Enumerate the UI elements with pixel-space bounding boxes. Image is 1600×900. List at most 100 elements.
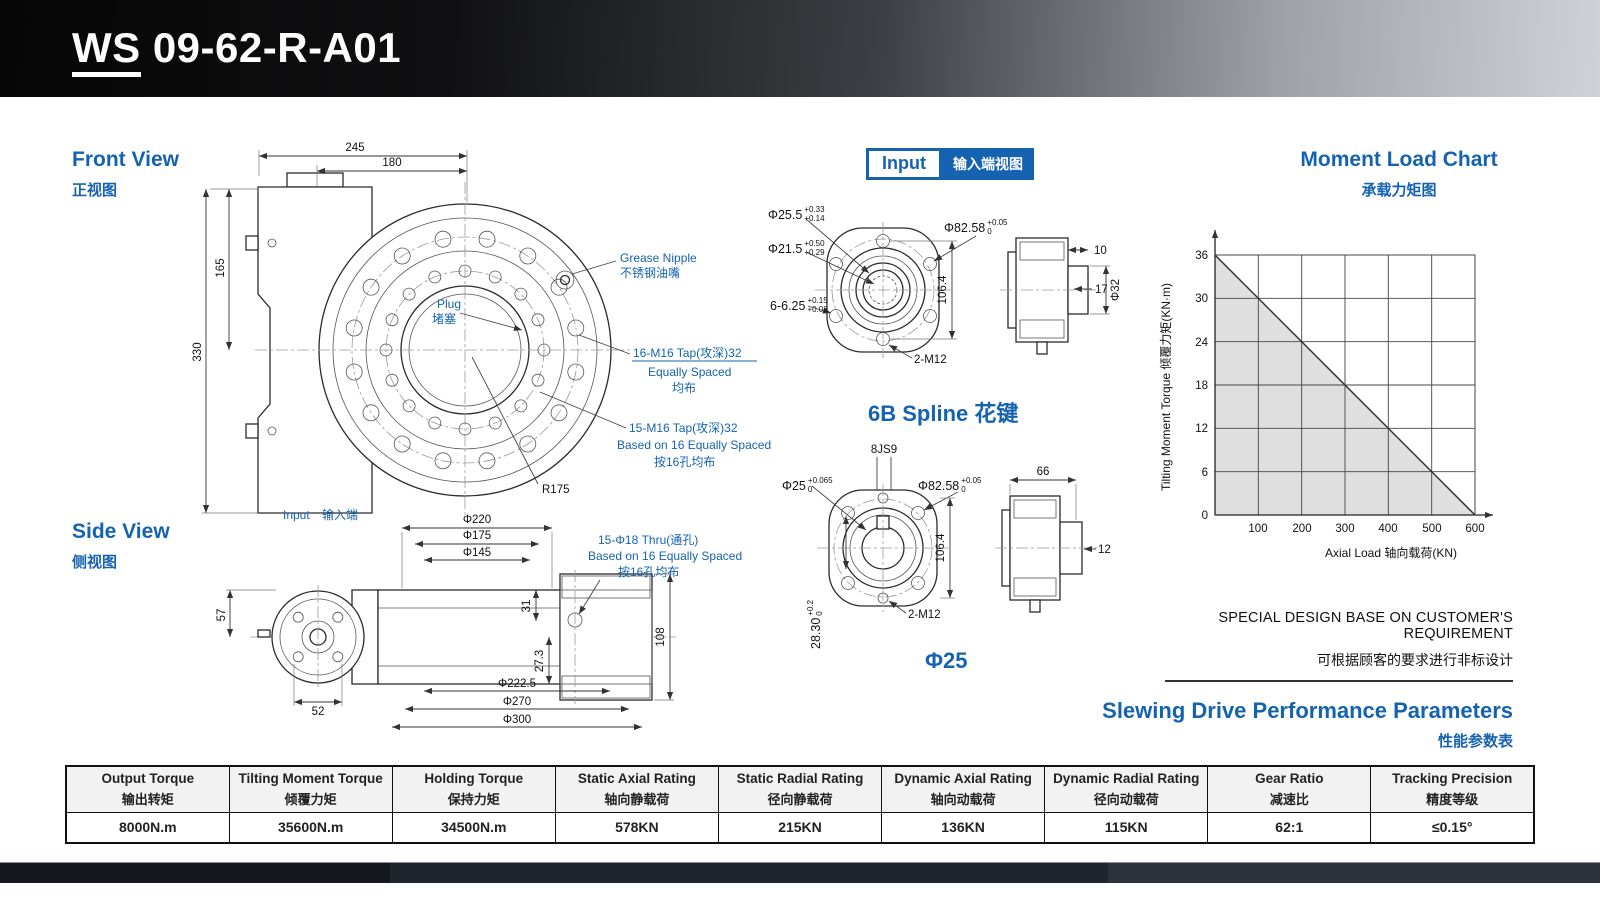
input-shaft-label-en: Input <box>283 508 310 522</box>
dim-52: 52 <box>312 706 325 718</box>
chart-grid <box>1214 254 1476 516</box>
header-banner: WS 09-62-R-A01 <box>0 0 1600 97</box>
dim-phi21-5-base: Φ21.5 <box>768 241 803 256</box>
dim-phi220: Φ220 <box>463 514 491 526</box>
dim-180: 180 <box>382 157 401 169</box>
side-view-title-zh: 侧视图 <box>72 554 118 571</box>
xtick-200: 200 <box>1292 523 1311 535</box>
thru-label-2: Based on 16 Equally Spaced <box>588 549 742 563</box>
dim-phi21-5: Φ21.5 +0.50+0.29 <box>768 239 825 257</box>
special-note-zh: 可根据顾客的要求进行非标设计 <box>1317 652 1513 668</box>
spline-25-dim-12: 12 <box>1098 544 1111 556</box>
spline-25-front: 8JS9 <box>817 444 949 612</box>
dim-phi25-key-base: Φ25 <box>782 478 806 493</box>
value-dynamic-radial-rating: 115KN <box>1044 811 1209 844</box>
input-view-badge-zh: 输入端视图 <box>941 148 1034 180</box>
value-static-axial-rating: 578KN <box>554 811 719 844</box>
spline-6b-dim-phi32: Φ32 <box>1110 279 1122 301</box>
chart-axes <box>1211 230 1493 519</box>
dim-phi25-5-tol: +0.33+0.14 <box>804 205 825 223</box>
dim-245: 245 <box>345 142 364 154</box>
front-view-bolt-holes-inner <box>379 264 551 436</box>
front-view-dimensions: 245 180 165 330 <box>192 142 468 514</box>
plug-label-zh: 堵塞 <box>432 311 456 326</box>
xtick-600: 600 <box>1465 523 1484 535</box>
front-view-bolt-holes-outer <box>345 230 585 470</box>
spline-6b-dim-10: 10 <box>1094 245 1107 257</box>
spline-6b-leaders: 2-M12 106.4 <box>805 218 977 366</box>
front-view-title-en: Front View <box>72 148 179 171</box>
front-view-flange <box>255 182 632 518</box>
spline-25-dim-106-4: 106.4 <box>935 533 947 562</box>
xtick-500: 500 <box>1422 523 1441 535</box>
dim-phi270: Φ270 <box>503 696 531 708</box>
side-view-annotations: 15-Φ18 Thru(通孔) Based on 16 Equally Spac… <box>578 533 742 615</box>
front-view-title-zh: 正视图 <box>72 182 118 199</box>
tap15-label-1: 15-M16 Tap(攻深)32 <box>629 421 738 435</box>
side-view-dimensions: 57 52 Φ220 Φ175 Φ145 31 27.3 108 Φ222.5 … <box>216 514 674 731</box>
tap15-label-2: Based on 16 Equally Spaced <box>617 438 771 452</box>
input-view-badge: Input 输入端视图 <box>866 148 1034 180</box>
value-tracking-precision: ≤0.15° <box>1370 811 1535 844</box>
chart-y-ticks: 36 30 24 18 12 6 0 <box>1195 250 1208 522</box>
dim-phi300: Φ300 <box>503 714 531 726</box>
ytick-24: 24 <box>1195 337 1208 349</box>
performance-title-zh: 性能参数表 <box>1437 733 1513 750</box>
footer-bar <box>0 862 1600 883</box>
spline-6b-section: 10 17 Φ32 <box>1000 237 1122 355</box>
ytick-18: 18 <box>1195 380 1208 392</box>
performance-title: Slewing Drive Performance Parameters 性能参… <box>1000 698 1513 751</box>
grease-nipple-label-en: Grease Nipple <box>620 251 697 265</box>
grease-nipple-feature <box>555 270 575 290</box>
model-prefix: WS <box>72 24 141 77</box>
spline-25-section: 66 12 <box>995 466 1111 613</box>
ytick-36: 36 <box>1195 250 1208 262</box>
dim-27-3: 27.3 <box>534 650 546 672</box>
spline-25-caption: Φ25 <box>925 648 968 673</box>
dim-6-6-25-tol: +0.15+0.08 <box>807 296 828 314</box>
special-note-en: SPECIAL DESIGN BASE ON CUSTOMER'S REQUIR… <box>1218 610 1513 642</box>
dim-108: 108 <box>655 627 667 646</box>
xtick-100: 100 <box>1248 523 1267 535</box>
spline-6b-drawing: 2-M12 106.4 10 17 Φ32 <box>805 218 1122 366</box>
dim-phi25-5-base: Φ25.5 <box>768 207 803 222</box>
technical-drawings: 245 180 165 330 Grease Nipple 不锈钢油嘴 Plug… <box>192 142 1493 731</box>
xtick-400: 400 <box>1378 523 1397 535</box>
special-note: SPECIAL DESIGN BASE ON CUSTOMER'S REQUIR… <box>1165 610 1513 682</box>
dim-r175: R175 <box>542 484 570 496</box>
thru-label-3: 按16孔均布 <box>618 565 679 579</box>
dim-phi25-5: Φ25.5 +0.33+0.14 <box>768 205 825 223</box>
model-title: WS 09-62-R-A01 <box>72 24 401 77</box>
input-shaft-label-zh: 输入端 <box>322 507 358 522</box>
value-gear-ratio: 62:1 <box>1207 811 1372 844</box>
value-dynamic-axial-rating: 136KN <box>881 811 1046 844</box>
dim-330: 330 <box>192 342 204 361</box>
moment-load-chart-title: Moment Load Chart 承载力矩图 <box>1294 148 1504 200</box>
spline-25-drawing: 8JS9 106.4 2-M12 <box>811 444 1111 621</box>
dim-phi21-5-tol: +0.50+0.29 <box>804 239 825 257</box>
footer-segment-3 <box>1108 863 1600 883</box>
thru-label-1: 15-Φ18 Thru(通孔) <box>598 533 698 547</box>
footer-segment-1 <box>0 863 390 883</box>
spline-25-leaders: 106.4 2-M12 <box>811 485 959 621</box>
side-view-body <box>250 570 676 704</box>
spline-25-m12: 2-M12 <box>908 609 941 621</box>
footer-segment-2 <box>390 863 1108 883</box>
performance-title-en: Slewing Drive Performance Parameters <box>1102 698 1513 723</box>
